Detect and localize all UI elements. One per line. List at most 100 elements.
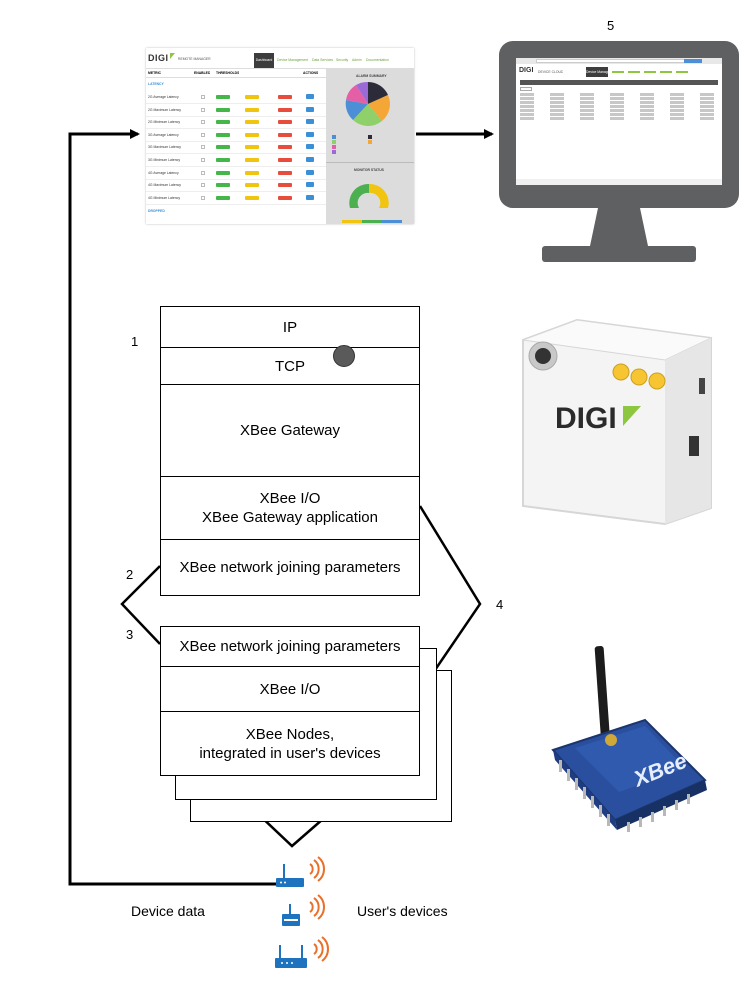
threshold-ok-badge [216, 170, 230, 175]
threshold-warn-badge [245, 158, 259, 162]
rm-metric-label: 4G Minimum Latency [148, 195, 181, 200]
rm-monitor-legend [342, 220, 402, 223]
dc-digi-logo: DIGI [519, 67, 534, 74]
threshold-ok-badge [216, 132, 230, 137]
rm-metric-label: 2G Minimum Latency [148, 120, 181, 125]
rm-edit-button[interactable] [306, 194, 314, 200]
dc-table-row[interactable] [520, 105, 718, 108]
rm-edit-button[interactable] [306, 144, 314, 150]
rm-enabled-checkbox[interactable] [201, 183, 205, 188]
threshold-crit-badge [278, 107, 292, 112]
threshold-crit-badge [278, 132, 292, 137]
rm-product-name: REMOTE MANAGER [178, 57, 211, 61]
callout-2: 2 [126, 567, 134, 582]
dc-table-row[interactable] [520, 113, 718, 116]
dc-nav-tabs [612, 71, 692, 73]
threshold-crit-badge [278, 158, 292, 162]
rm-metric-label: 2G Average Latency [148, 95, 179, 99]
threshold-crit-badge [278, 170, 292, 175]
rm-metric-row[interactable]: 2G Average Latency [146, 92, 326, 104]
threshold-warn-badge [245, 145, 259, 150]
ethernet-port-icon [689, 436, 699, 456]
rm-metric-label: 4G Maximum Latency [148, 183, 181, 188]
rm-metric-row[interactable]: 2G Maximum Latency [146, 105, 326, 117]
rm-metric-row[interactable]: 4G Maximum Latency [146, 180, 326, 193]
node-io-label: XBee I/O [259, 680, 321, 698]
rm-enabled-checkbox[interactable] [201, 145, 205, 150]
rm-tab-admin[interactable]: Admin [352, 58, 362, 62]
xbee-module: XBee [551, 645, 707, 832]
rm-edit-button[interactable] [306, 131, 314, 137]
dc-footer [516, 179, 722, 185]
digi-logo-mark-icon [623, 406, 641, 426]
device-data-label: Device data [131, 903, 205, 919]
rm-edit-button[interactable] [306, 169, 314, 175]
rm-metric-row[interactable]: 2G Minimum Latency [146, 117, 326, 130]
rm-enabled-checkbox[interactable] [201, 132, 205, 137]
rm-tab-data-services[interactable]: Data Services [312, 58, 334, 62]
dc-table-row[interactable] [520, 101, 718, 104]
rm-metric-label: 3G Minimum Latency [148, 158, 181, 162]
rm-metric-row[interactable]: 4G Minimum Latency [146, 193, 326, 205]
callout-1: 1 [131, 334, 139, 349]
rm-monitor-donut-chart [349, 183, 389, 208]
rm-edit-button[interactable] [306, 94, 314, 99]
rm-metric-row[interactable]: 3G Minimum Latency [146, 155, 326, 167]
io-link-right [418, 505, 482, 693]
joining-link-left [120, 565, 161, 645]
xbee-nodes-layer: XBee Nodes, integrated in user's devices [160, 711, 420, 776]
threshold-crit-badge [278, 120, 292, 125]
antenna-port-inner-icon [535, 348, 551, 364]
rm-enabled-checkbox[interactable] [201, 95, 205, 99]
rm-col-actions: ACTIONS [303, 71, 319, 75]
rm-enabled-checkbox[interactable] [201, 170, 205, 175]
dc-tab-device-management[interactable]: Device Management [586, 67, 608, 77]
rm-enabled-checkbox[interactable] [201, 158, 205, 162]
rm-enabled-checkbox[interactable] [201, 120, 205, 125]
rm-edit-button[interactable] [306, 119, 314, 125]
dc-add-button[interactable] [520, 87, 532, 91]
rm-metric-row[interactable]: 3G Average Latency [146, 130, 326, 142]
rm-tab-device-management[interactable]: Device Management [277, 58, 309, 62]
threshold-warn-badge [245, 120, 259, 125]
rm-logo-mark-icon [170, 53, 175, 59]
threshold-ok-badge [216, 120, 230, 125]
threshold-warn-badge [245, 132, 259, 137]
rm-enabled-checkbox[interactable] [201, 195, 205, 200]
dc-table-row[interactable] [520, 93, 718, 96]
callout-5: 5 [607, 18, 615, 33]
callout-4: 4 [496, 597, 504, 612]
device-data-line [68, 129, 278, 886]
rm-metric-row[interactable]: 4G Average Latency [146, 168, 326, 180]
gateway-joining-label: XBee network joining parameters [179, 559, 401, 576]
rm-group-latency: LATENCY [148, 82, 164, 86]
dc-table-row[interactable] [520, 109, 718, 112]
power-led-icon [612, 363, 630, 381]
rm-edit-button[interactable] [306, 157, 314, 162]
threshold-warn-badge [245, 170, 259, 175]
rm-tab-dashboard[interactable]: Dashboard [254, 53, 274, 68]
rm-col-enabled: ENABLED [194, 71, 211, 75]
rm-metric-row[interactable]: 3G Maximum Latency [146, 142, 326, 155]
remote-manager-dashboard: DIGI REMOTE MANAGER Dashboard Device Man… [146, 48, 414, 224]
tcp-label: TCP [275, 357, 305, 375]
rm-metric-label: 3G Average Latency [148, 132, 179, 137]
xbee-gateway-layer: XBee Gateway [160, 384, 420, 477]
rm-enabled-checkbox[interactable] [201, 107, 205, 112]
router-icon [276, 856, 325, 887]
threshold-warn-badge [245, 183, 259, 188]
rm-tab-security[interactable]: Security [336, 58, 349, 62]
rm-edit-button[interactable] [306, 106, 314, 112]
wifi-router-icon [275, 936, 329, 968]
gateway-digi-logo: DIGI [555, 402, 617, 435]
rm-metric-label: 4G Average Latency [148, 170, 179, 175]
dc-device-table [520, 93, 718, 123]
dc-toolbar [520, 80, 718, 85]
dc-table-row[interactable] [520, 97, 718, 100]
layer-marker-dot [333, 345, 355, 367]
rm-edit-button[interactable] [306, 182, 314, 188]
rm-tab-documentation[interactable]: Documentation [366, 58, 389, 62]
threshold-warn-badge [245, 95, 259, 99]
dc-table-row[interactable] [520, 117, 718, 120]
threshold-ok-badge [216, 158, 230, 162]
